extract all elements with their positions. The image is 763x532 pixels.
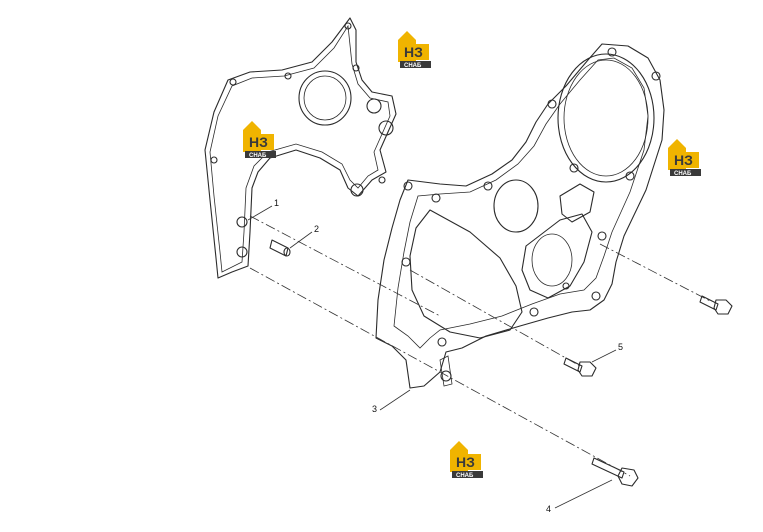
watermark-logo	[398, 31, 431, 69]
callout-3: 3	[372, 404, 377, 414]
long-bolt-part-4	[591, 457, 639, 487]
bolt-part-5	[563, 357, 597, 377]
bolt-right-part	[699, 295, 733, 315]
dowel-pin-part	[269, 239, 291, 257]
watermark-logo	[668, 139, 701, 177]
watermark-logo	[450, 441, 483, 479]
front-cover-housing-part	[375, 43, 665, 389]
leader-lines	[247, 205, 617, 509]
callout-4: 4	[546, 504, 551, 514]
assembly-center-lines	[249, 215, 713, 477]
watermark-logos	[243, 31, 701, 479]
callout-5: 5	[618, 342, 623, 352]
callout-1: 1	[274, 198, 279, 208]
callout-2: 2	[314, 224, 319, 234]
gasket-part	[204, 17, 397, 279]
watermark-logo	[243, 121, 276, 159]
callouts: 1 2 3 4 5	[274, 198, 623, 514]
